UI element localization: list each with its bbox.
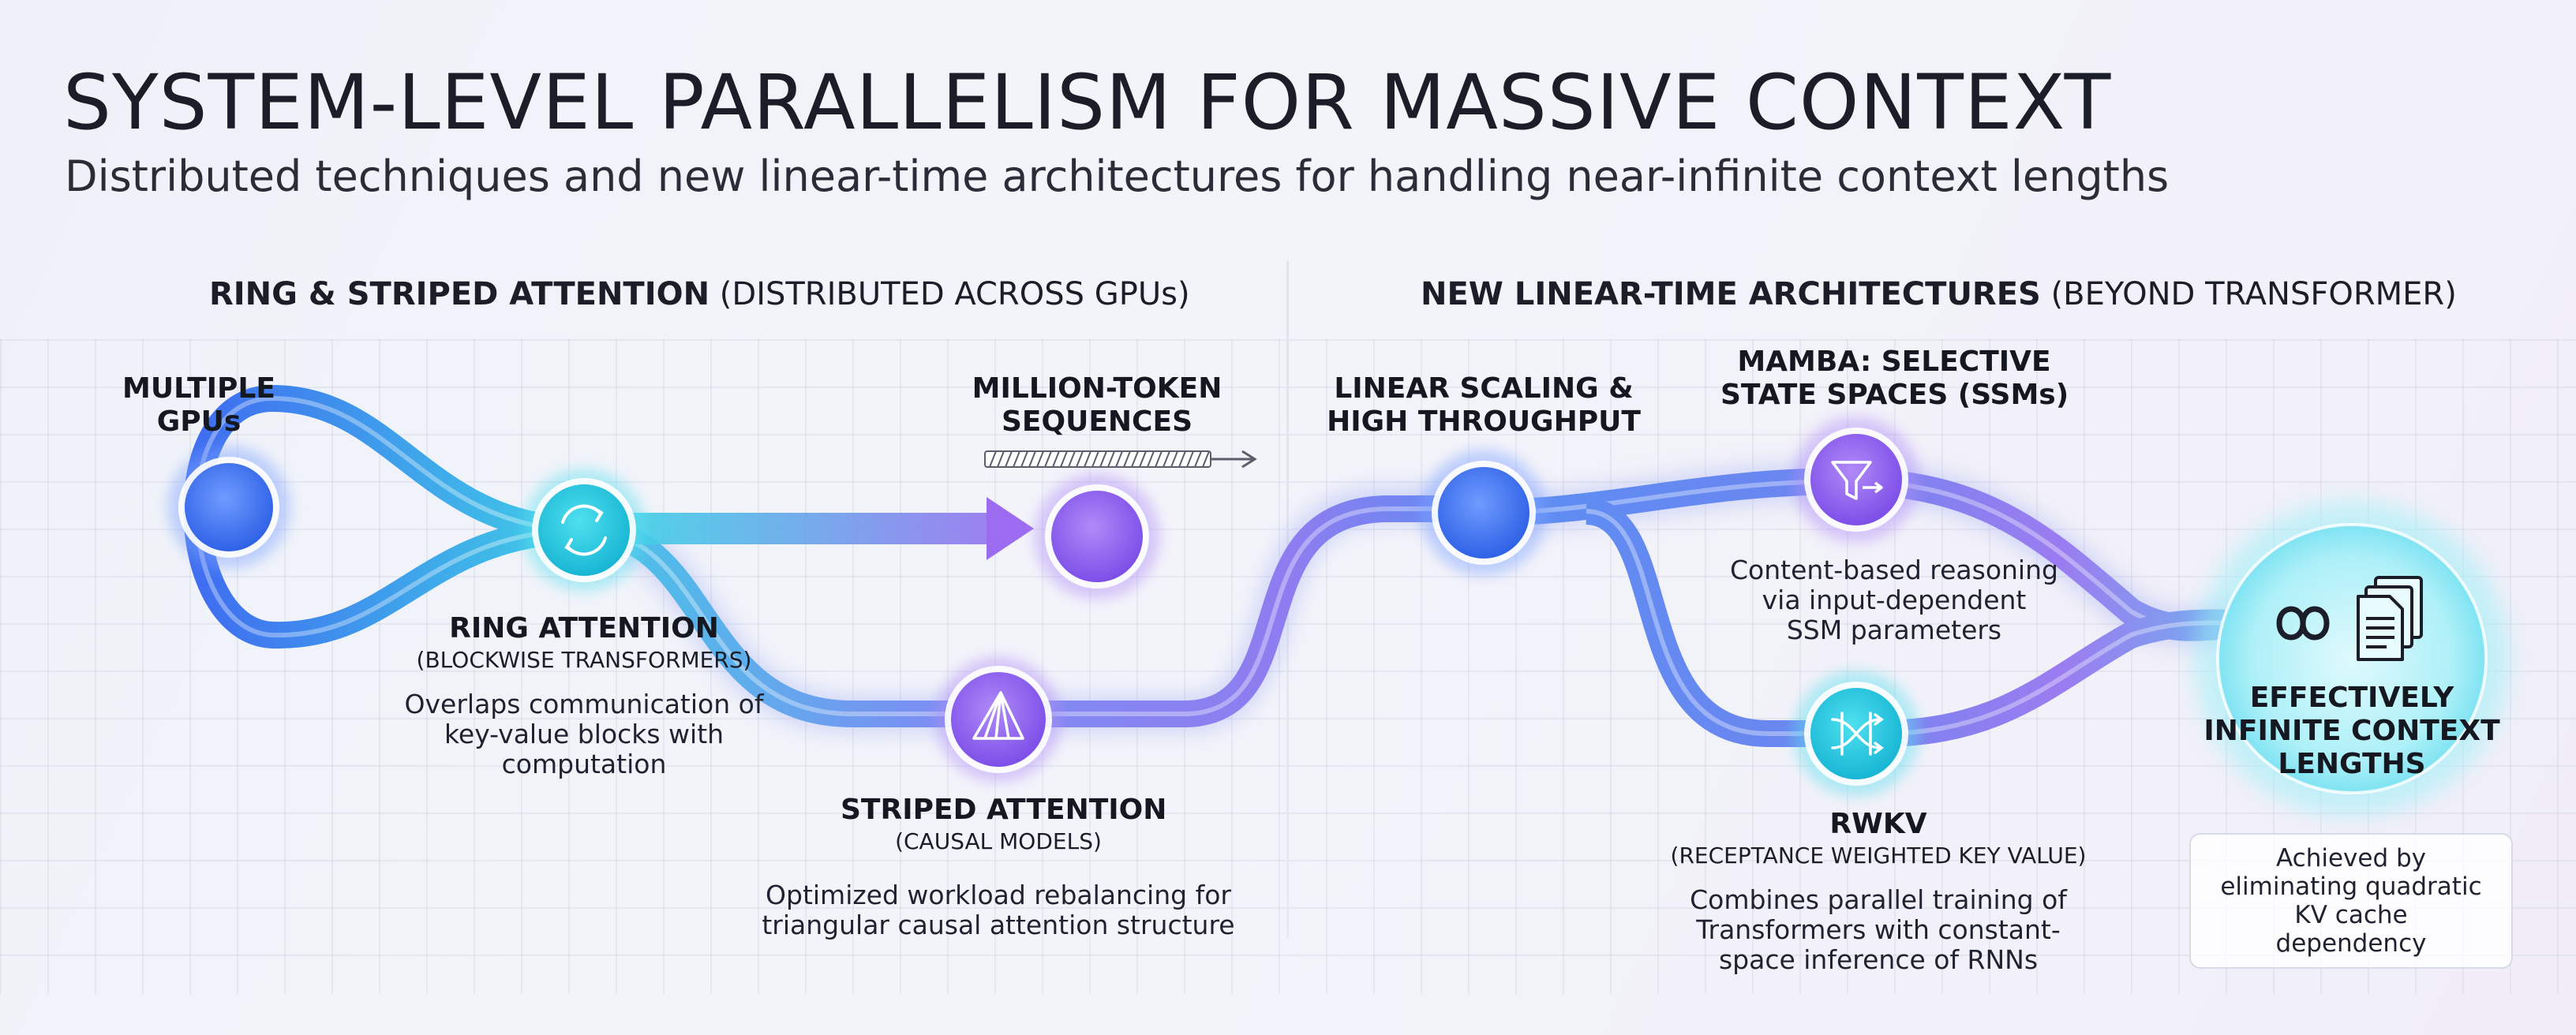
mamba-label-line-2: STATE SPACES (SSMs): [1720, 379, 2069, 411]
section-heading-left: RING & STRIPED ATTENTION (DISTRIBUTED AC…: [209, 276, 1190, 312]
mamba-label-line-1: MAMBA: SELECTIVE: [1737, 346, 2051, 378]
striped-desc-line-2: triangular causal attention structure: [762, 910, 1235, 940]
infinite-label-line-1: EFFECTIVELY: [2249, 682, 2454, 714]
track-to-rwkv: [1585, 498, 2274, 747]
ring-desc-line-3: computation: [501, 749, 667, 779]
mamba-desc: Content-based reasoning via input-depend…: [1689, 555, 2099, 645]
crossing-arrows-icon: [1831, 712, 1884, 756]
section-heading-right-bold: NEW LINEAR-TIME ARCHITECTURES: [1421, 276, 2041, 312]
note-line-4: dependency: [2275, 929, 2427, 958]
infinite-note-box: Achieved by eliminating quadratic KV cac…: [2189, 833, 2513, 969]
gpus-label: MULTIPLE GPUs: [88, 372, 309, 439]
note-line-2: eliminating quadratic: [2220, 872, 2482, 901]
striped-desc-line-1: Optimized workload rebalancing for: [766, 880, 1231, 910]
mamba-desc-line-1: Content-based reasoning: [1730, 555, 2058, 585]
ring-attention-label: RING ATTENTION: [449, 612, 719, 645]
cycle-arrows-icon: [561, 504, 607, 556]
infinite-label-line-3: LENGTHS: [2278, 748, 2426, 780]
infinity-icon: [2276, 606, 2330, 641]
note-line-3: KV cache: [2294, 901, 2408, 929]
section-heading-left-rest: (DISTRIBUTED ACROSS GPUs): [719, 276, 1190, 312]
section-heading-right: NEW LINEAR-TIME ARCHITECTURES (BEYOND TR…: [1421, 276, 2457, 312]
infinite-context-node: [2194, 501, 2510, 816]
million-token-label: MILLION-TOKEN SEQUENCES: [939, 372, 1255, 439]
section-heading-right-rest: (BEYOND TRANSFORMER): [2050, 276, 2457, 312]
rwkv-desc-line-3: space inference of RNNs: [1718, 944, 2039, 975]
arrow-shaft: [616, 513, 994, 544]
section-heading-left-bold: RING & STRIPED ATTENTION: [209, 276, 710, 312]
stacked-documents-icon: [2357, 576, 2423, 661]
triangle-stripes-icon: [972, 691, 1024, 740]
million-token-node: [1034, 473, 1160, 600]
linear-scaling-label: LINEAR SCALING & HIGH THROUGHPUT: [1326, 372, 1642, 439]
rwkv-sub: (RECEPTANCE WEIGHTED KEY VALUE): [1670, 843, 2087, 869]
note-line-1: Achieved by: [2275, 844, 2426, 872]
striped-attention-label: STRIPED ATTENTION: [841, 794, 1167, 826]
ring-attention-desc: Overlaps communication of key-value bloc…: [379, 689, 789, 779]
gpus-label-line-1: MULTIPLE: [122, 372, 275, 405]
ring-attention-node: [522, 469, 646, 592]
mamba-label: MAMBA: SELECTIVE STATE SPACES (SSMs): [1720, 346, 2069, 412]
mamba-desc-line-3: SSM parameters: [1786, 615, 2002, 645]
track-ring-to-linear: [583, 495, 1484, 727]
linear-scaling-node: [1421, 450, 1547, 576]
infinite-context-label: EFFECTIVELY INFINITE CONTEXT LENGTHS: [2194, 682, 2510, 781]
million-label-line-2: SEQUENCES: [1001, 405, 1193, 438]
ring-desc-line-2: key-value blocks with: [444, 719, 724, 749]
striped-attention-sub: (CAUSAL MODELS): [895, 828, 1102, 854]
million-label-line-1: MILLION-TOKEN: [972, 372, 1222, 405]
ring-desc-line-1: Overlaps communication of: [404, 689, 764, 719]
linear-label-line-2: HIGH THROUGHPUT: [1327, 405, 1641, 438]
rwkv-label: RWKV: [1829, 808, 1927, 840]
striped-attention-desc: Optimized workload rebalancing for trian…: [742, 880, 1255, 940]
rwkv-desc: Combines parallel training of Transforme…: [1649, 885, 2107, 975]
ring-attention-sub: (BLOCKWISE TRANSFORMERS): [416, 647, 752, 673]
mamba-desc-line-2: via input-dependent: [1762, 585, 2027, 615]
infinite-note: Achieved by eliminating quadratic KV cac…: [2191, 844, 2511, 958]
mamba-node: [1793, 417, 1919, 543]
page-subtitle: Distributed techniques and new linear-ti…: [65, 151, 2170, 201]
page-title: SYSTEM-LEVEL PARALLELISM FOR MASSIVE CON…: [63, 58, 2112, 147]
rwkv-desc-line-2: Transformers with constant-: [1696, 914, 2061, 945]
infinite-label-line-2: INFINITE CONTEXT: [2203, 715, 2500, 747]
arrow-head: [987, 497, 1034, 560]
linear-label-line-1: LINEAR SCALING &: [1334, 372, 1634, 405]
striped-attention-node: [935, 656, 1061, 783]
token-sequence-icon: [984, 450, 1257, 469]
rwkv-node: [1793, 671, 1919, 797]
filter-funnel-icon: [1831, 461, 1883, 500]
rwkv-desc-line-1: Combines parallel training of: [1690, 884, 2067, 915]
gpu-node: [167, 446, 290, 569]
gpus-label-line-2: GPUs: [156, 405, 242, 438]
